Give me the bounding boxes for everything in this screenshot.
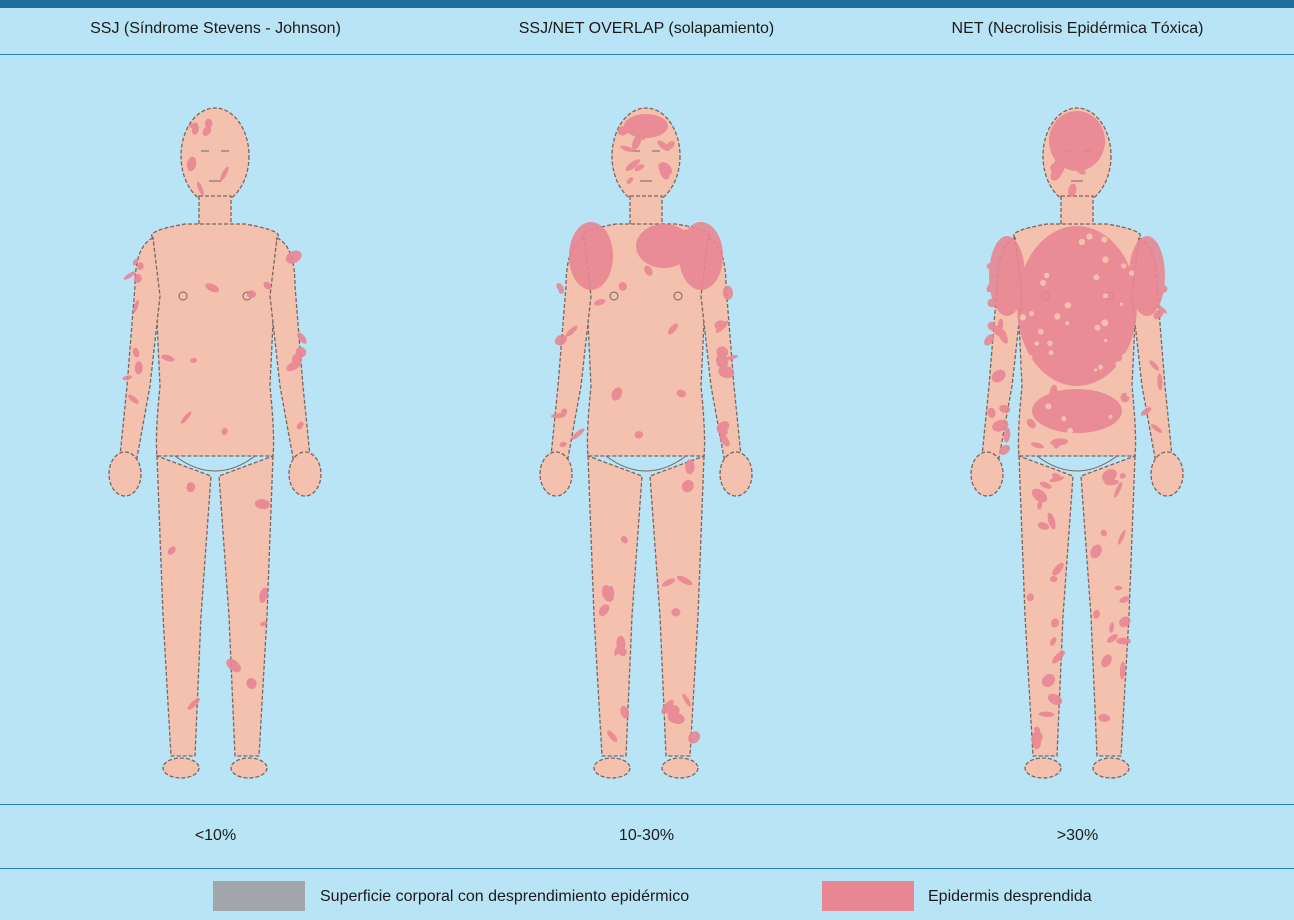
column-title-ssj: SSJ (Síndrome Stevens - Johnson) bbox=[0, 20, 431, 38]
spared-skin-spot bbox=[1125, 236, 1131, 242]
spared-skin-spot bbox=[1024, 390, 1027, 393]
spared-skin-spot bbox=[1020, 314, 1026, 320]
spared-skin-spot bbox=[1030, 355, 1033, 358]
legend-label-affected-surface: Superficie corporal con desprendimiento … bbox=[320, 888, 689, 906]
percent-ssj: <10% bbox=[0, 827, 431, 845]
left-foot-shape bbox=[1025, 758, 1061, 778]
left-arm-shape bbox=[120, 238, 160, 458]
column-header-row: SSJ (Síndrome Stevens - Johnson) SSJ/NET… bbox=[0, 8, 1294, 55]
spared-skin-spot bbox=[1128, 242, 1131, 245]
spared-skin-spot bbox=[1045, 403, 1051, 409]
neck-shape bbox=[630, 196, 662, 226]
spared-skin-spot bbox=[1047, 341, 1053, 347]
spared-skin-spot bbox=[1094, 368, 1097, 371]
head-shape bbox=[181, 108, 249, 204]
legend-swatch-affected-surface bbox=[213, 881, 305, 911]
spared-skin-spot bbox=[1040, 280, 1046, 286]
body-illustration-ssj bbox=[0, 56, 431, 804]
body-illustration-net bbox=[862, 56, 1293, 804]
spared-skin-spot bbox=[1127, 387, 1132, 392]
spared-skin-spot bbox=[1049, 350, 1054, 355]
legend-label-detached-epidermis: Epidermis desprendida bbox=[928, 888, 1092, 906]
legend: Superficie corporal con desprendimiento … bbox=[0, 869, 1294, 920]
spared-skin-spot bbox=[1098, 365, 1103, 370]
lesion-patch bbox=[569, 222, 613, 290]
percent-net: >30% bbox=[862, 827, 1293, 845]
spared-skin-spot bbox=[1095, 325, 1101, 331]
spared-skin-spot bbox=[1120, 430, 1125, 435]
spared-skin-spot bbox=[1044, 273, 1049, 278]
spared-skin-spot bbox=[1103, 293, 1108, 298]
spared-skin-spot bbox=[1067, 428, 1073, 434]
spared-skin-spot bbox=[1101, 237, 1107, 243]
spared-skin-spot bbox=[1122, 353, 1128, 359]
body-illustration-overlap bbox=[431, 56, 862, 804]
right-leg-shape bbox=[1081, 456, 1135, 756]
left-hand-shape bbox=[109, 452, 141, 496]
spared-skin-spot bbox=[1086, 234, 1092, 240]
neck-shape bbox=[1061, 196, 1093, 226]
spared-skin-spot bbox=[1035, 341, 1040, 346]
spared-skin-spot bbox=[1029, 311, 1034, 316]
right-hand-shape bbox=[720, 452, 752, 496]
spared-skin-spot bbox=[1065, 321, 1069, 325]
body-figure-ssj bbox=[0, 56, 431, 804]
spared-skin-spot bbox=[1079, 433, 1083, 437]
percent-overlap: 10-30% bbox=[431, 827, 862, 845]
left-hand-shape bbox=[540, 452, 572, 496]
neck-shape bbox=[199, 196, 231, 226]
spared-skin-spot bbox=[1061, 416, 1066, 421]
left-foot-shape bbox=[163, 758, 199, 778]
left-foot-shape bbox=[594, 758, 630, 778]
spared-skin-spot bbox=[1120, 303, 1123, 306]
top-accent-bar bbox=[0, 0, 1294, 8]
column-title-net: NET (Necrolisis Epidérmica Tóxica) bbox=[862, 20, 1293, 38]
right-foot-shape bbox=[231, 758, 267, 778]
right-foot-shape bbox=[662, 758, 698, 778]
body-figure-net bbox=[862, 56, 1293, 804]
spared-skin-spot bbox=[1127, 392, 1132, 397]
spared-skin-spot bbox=[1054, 313, 1060, 319]
spared-skin-spot bbox=[1116, 361, 1122, 367]
right-hand-shape bbox=[1151, 452, 1183, 496]
body-silhouette bbox=[540, 108, 752, 778]
torso-shape bbox=[152, 224, 279, 456]
column-title-overlap: SSJ/NET OVERLAP (solapamiento) bbox=[431, 20, 862, 38]
lesion-patch bbox=[1032, 389, 1122, 433]
percentage-row: <10% 10-30% >30% bbox=[0, 804, 1294, 869]
spared-skin-spot bbox=[1109, 415, 1113, 419]
spared-skin-spot bbox=[1079, 239, 1085, 245]
lesion-patch bbox=[1129, 236, 1165, 316]
spared-skin-spot bbox=[1101, 319, 1108, 326]
left-hand-shape bbox=[971, 452, 1003, 496]
right-hand-shape bbox=[289, 452, 321, 496]
spared-skin-spot bbox=[1093, 274, 1099, 280]
spared-skin-spot bbox=[1121, 263, 1126, 268]
spared-skin-spot bbox=[1104, 339, 1108, 343]
legend-swatch-detached-epidermis bbox=[822, 881, 914, 911]
body-silhouette bbox=[109, 108, 321, 778]
body-figure-overlap bbox=[431, 56, 862, 804]
left-leg-shape bbox=[157, 456, 211, 756]
right-foot-shape bbox=[1093, 758, 1129, 778]
spared-skin-spot bbox=[1065, 302, 1072, 309]
body-silhouette bbox=[971, 108, 1183, 778]
left-leg-shape bbox=[588, 456, 642, 756]
spared-skin-spot bbox=[1129, 271, 1134, 276]
spared-skin-spot bbox=[1021, 365, 1024, 368]
spared-skin-spot bbox=[1038, 329, 1044, 335]
spared-skin-spot bbox=[1102, 256, 1109, 263]
body-figures bbox=[0, 56, 1294, 804]
